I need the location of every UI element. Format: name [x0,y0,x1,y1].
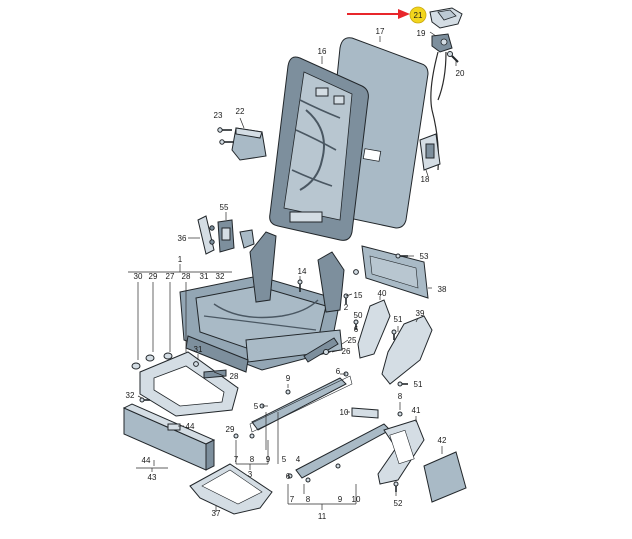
part-55-bracket[interactable] [217,219,235,253]
label-40: 40 [378,289,387,298]
label-20: 20 [456,69,465,78]
label-44a: 44 [186,422,195,431]
label-5b: 5 [282,455,287,464]
label-32b: 32 [126,391,135,400]
part-37-plate[interactable] [189,463,273,515]
part-18-release-handle[interactable] [419,133,441,171]
part-20-screw[interactable] [447,51,459,63]
part-22-control-module[interactable] [231,127,267,161]
part-6-7-8-9-screws[interactable] [233,371,403,483]
label-15: 15 [354,291,363,300]
label-53: 53 [420,252,429,261]
label-8a: 8 [250,455,255,464]
label-7b: 7 [290,495,295,504]
part-42-cover[interactable] [423,451,467,503]
label-19: 19 [417,29,426,38]
label-30: 30 [134,272,143,281]
part-21-badge [409,6,427,24]
part-27-base-frame[interactable] [139,351,239,417]
label-14: 14 [298,267,307,276]
part-21-cap[interactable] [429,7,463,29]
label-50: 50 [354,311,363,320]
part-50-screw[interactable] [353,319,359,330]
part-30-29-bushings[interactable] [131,352,173,370]
label-28b: 28 [230,372,239,381]
label-8c: 8 [306,495,311,504]
label-42: 42 [438,436,447,445]
label-1: 1 [178,255,183,264]
label-28a: 28 [182,272,191,281]
label-51b: 51 [414,380,423,389]
label-11: 11 [318,512,327,521]
label-9c: 9 [338,495,343,504]
part-16-backrest-frame[interactable] [269,56,369,241]
part-25-strut[interactable] [303,337,339,363]
highlight-arrow [347,9,410,19]
label-25: 25 [348,336,357,345]
part-bracket-pin[interactable] [239,229,255,249]
part-36-rod[interactable] [197,215,215,255]
part-40-side-cover[interactable] [357,299,391,359]
label-18: 18 [421,175,430,184]
part-53-screw[interactable] [395,253,408,259]
label-32a: 32 [216,272,225,281]
label-43: 43 [148,473,157,482]
label-31a: 31 [200,272,209,281]
part-41-frame[interactable] [377,419,425,485]
label-17: 17 [376,27,385,36]
label-21: 21 [414,11,423,20]
label-44b: 44 [142,456,151,465]
label-10a: 10 [340,408,349,417]
label-9b: 9 [266,455,271,464]
part-44-clip[interactable] [167,423,181,431]
label-2: 2 [344,303,349,312]
label-39: 39 [416,309,425,318]
label-5: 5 [254,402,259,411]
label-38: 38 [438,285,447,294]
label-23: 23 [214,111,223,120]
label-22: 22 [236,107,245,116]
label-4: 4 [296,455,301,464]
rail-lower[interactable] [295,423,391,479]
label-27: 27 [166,272,175,281]
label-26: 26 [342,347,351,356]
part-28-link[interactable] [203,369,227,379]
label-16: 16 [318,47,327,56]
leader-lines [128,31,457,512]
part-52-screw[interactable] [393,481,399,492]
part-43-cover[interactable] [122,403,216,471]
label-7a: 7 [234,455,239,464]
label-3: 3 [248,470,253,479]
part-23-bolts[interactable] [217,127,234,145]
label-9a: 9 [286,374,291,383]
part-10-bracket[interactable] [351,407,379,419]
label-6c: 6 [286,472,291,481]
label-55: 55 [220,203,229,212]
part-39-side-trim[interactable] [381,315,433,385]
label-31b: 31 [194,345,203,354]
label-29: 29 [149,272,158,281]
label-36: 36 [178,234,187,243]
rail-upper[interactable] [249,375,353,433]
part-32-pin[interactable] [139,397,150,403]
panel-slot [362,148,382,162]
part-14-15-fasteners[interactable] [297,269,359,304]
label-41: 41 [412,406,421,415]
label-8b: 8 [398,392,403,401]
label-51a: 51 [394,315,403,324]
label-37: 37 [212,509,221,518]
part-31-bolt[interactable] [193,361,199,367]
label-6b: 6 [336,367,341,376]
part-38-trim-panel[interactable] [361,245,429,299]
label-10b: 10 [352,495,361,504]
label-52: 52 [394,499,403,508]
seat-frame[interactable] [179,231,345,373]
release-cable-2 [437,51,447,101]
part-19-latch[interactable] [431,33,453,53]
label-29b: 29 [226,425,235,434]
label-6a: 6 [354,325,359,334]
part-26-bolt[interactable] [323,349,329,355]
